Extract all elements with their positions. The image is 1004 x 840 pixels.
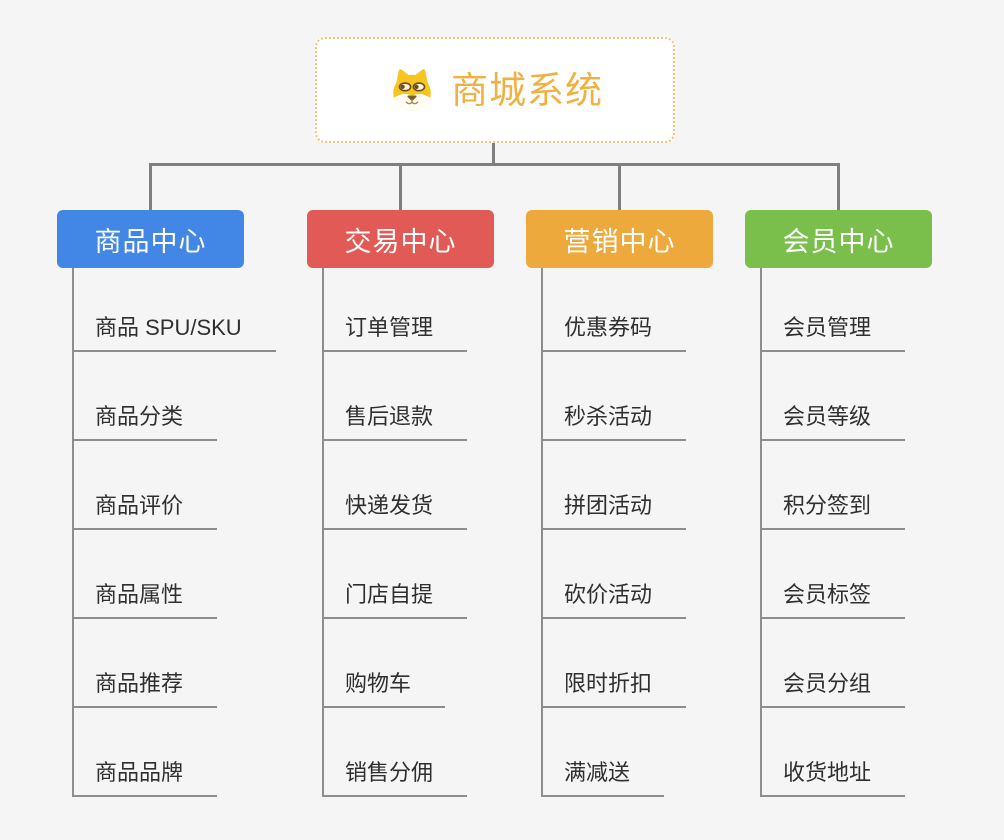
child-node-label[interactable]: 砍价活动 — [541, 582, 687, 619]
branch-trunk-line — [541, 268, 543, 797]
child-node-label[interactable]: 售后退款 — [322, 404, 468, 441]
child-node: 门店自提 — [322, 530, 468, 619]
child-node-label[interactable]: 商品评价 — [72, 493, 218, 530]
child-node: 收货地址 — [760, 708, 906, 797]
child-node-label[interactable]: 满减送 — [541, 760, 665, 797]
child-node-label[interactable]: 门店自提 — [322, 582, 468, 619]
child-node: 满减送 — [541, 708, 686, 797]
branch-children-products: 商品 SPU/SKU 商品分类 商品评价 商品属性 商品推荐 商品品牌 — [72, 263, 276, 797]
child-node-label[interactable]: 拼团活动 — [541, 493, 687, 530]
child-node-label[interactable]: 收货地址 — [760, 760, 906, 797]
child-node: 秒杀活动 — [541, 352, 687, 441]
child-node-label[interactable]: 购物车 — [322, 671, 446, 708]
branch-trunk-line — [72, 268, 74, 797]
child-node: 会员管理 — [760, 263, 906, 352]
connector-root-stub — [492, 143, 495, 163]
child-node: 商品属性 — [72, 530, 276, 619]
connector-drop-trade — [399, 166, 402, 210]
child-node: 商品 SPU/SKU — [72, 263, 276, 352]
dog-icon — [393, 69, 431, 111]
child-node: 订单管理 — [322, 263, 468, 352]
branch-label: 会员中心 — [782, 226, 895, 257]
child-node-label[interactable]: 会员标签 — [760, 582, 906, 619]
branch-children-trade: 订单管理 售后退款 快递发货 门店自提 购物车 销售分佣 — [322, 263, 468, 797]
branch-node-marketing[interactable]: 营销中心 — [526, 210, 713, 268]
child-node-label[interactable]: 商品品牌 — [72, 760, 218, 797]
child-node: 售后退款 — [322, 352, 468, 441]
child-node: 商品推荐 — [72, 619, 276, 708]
connector-drop-marketing — [618, 166, 621, 210]
child-node: 会员分组 — [760, 619, 906, 708]
child-node-label[interactable]: 订单管理 — [322, 315, 468, 352]
child-node-label[interactable]: 商品属性 — [72, 582, 218, 619]
branch-children-marketing: 优惠券码 秒杀活动 拼团活动 砍价活动 限时折扣 满减送 — [541, 263, 687, 797]
branch-trunk-line — [322, 268, 324, 797]
child-node-label[interactable]: 会员等级 — [760, 404, 906, 441]
branch-children-members: 会员管理 会员等级 积分签到 会员标签 会员分组 收货地址 — [760, 263, 906, 797]
child-node: 积分签到 — [760, 441, 906, 530]
connector-drop-members — [837, 166, 840, 210]
branch-trunk-line — [760, 268, 762, 797]
child-node-label[interactable]: 积分签到 — [760, 493, 906, 530]
branch-node-members[interactable]: 会员中心 — [745, 210, 932, 268]
child-node-label[interactable]: 限时折扣 — [541, 671, 687, 708]
child-node-label[interactable]: 会员管理 — [760, 315, 906, 352]
root-title: 商城系统 — [451, 69, 603, 111]
child-node: 销售分佣 — [322, 708, 468, 797]
child-node-label[interactable]: 商品分类 — [72, 404, 218, 441]
child-node: 优惠券码 — [541, 263, 687, 352]
child-node-label[interactable]: 商品 SPU/SKU — [72, 315, 276, 352]
branch-label: 交易中心 — [344, 226, 457, 257]
branch-node-trade[interactable]: 交易中心 — [307, 210, 494, 268]
child-node: 会员标签 — [760, 530, 906, 619]
child-node-label[interactable]: 秒杀活动 — [541, 404, 687, 441]
child-node-label[interactable]: 销售分佣 — [322, 760, 468, 797]
child-node-label[interactable]: 优惠券码 — [541, 315, 687, 352]
child-node: 拼团活动 — [541, 441, 687, 530]
child-node: 商品品牌 — [72, 708, 276, 797]
child-node: 快递发货 — [322, 441, 468, 530]
branch-label: 商品中心 — [94, 226, 207, 257]
branch-node-products[interactable]: 商品中心 — [57, 210, 244, 268]
child-node: 商品分类 — [72, 352, 276, 441]
branch-label: 营销中心 — [563, 226, 676, 257]
connector-drop-products — [149, 166, 152, 210]
child-node: 会员等级 — [760, 352, 906, 441]
child-node-label[interactable]: 快递发货 — [322, 493, 468, 530]
connector-horizontal-bar — [149, 163, 840, 166]
child-node-label[interactable]: 会员分组 — [760, 671, 906, 708]
child-node-label[interactable]: 商品推荐 — [72, 671, 218, 708]
child-node: 限时折扣 — [541, 619, 687, 708]
child-node: 商品评价 — [72, 441, 276, 530]
child-node: 购物车 — [322, 619, 467, 708]
child-node: 砍价活动 — [541, 530, 687, 619]
root-node[interactable]: 商城系统 — [315, 37, 675, 143]
